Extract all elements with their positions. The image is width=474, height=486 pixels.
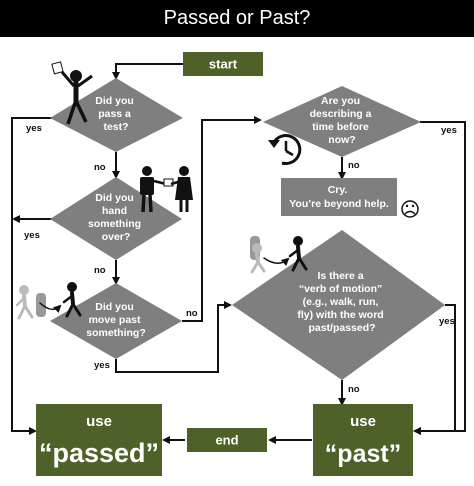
use-passed-top: use xyxy=(86,413,112,430)
start-node: start xyxy=(183,52,263,76)
label-yes-hand: yes xyxy=(24,230,40,241)
label-no-test: no xyxy=(94,162,106,173)
walking-past-icon-2 xyxy=(250,236,308,274)
cry-box: Cry. You’re beyond help. xyxy=(281,178,397,216)
decision-move-past-text: Did you move past something? xyxy=(86,301,146,339)
label-yes-test: yes xyxy=(26,123,42,134)
decision-time-before-now: Are you describing a time before now? xyxy=(263,86,421,157)
label-yes-motion: yes xyxy=(439,316,455,327)
use-passed-word: “passed” xyxy=(39,438,159,468)
use-passed-box: use “passed” xyxy=(36,404,162,476)
clock-back-icon xyxy=(268,134,302,166)
label-yes-time: yes xyxy=(441,125,457,136)
decision-move-past: Did you move past something? xyxy=(50,283,182,359)
end-node: end xyxy=(187,428,267,452)
use-past-box: use “past” xyxy=(313,404,413,476)
decision-time-before-now-text: Are you describing a time before now? xyxy=(310,95,375,146)
label-no-hand: no xyxy=(94,265,106,276)
decision-pass-test-text: Did you pass a test? xyxy=(95,95,136,133)
decision-hand-over-text: Did you hand something over? xyxy=(88,192,144,243)
sad-face-icon xyxy=(401,200,419,218)
start-label: start xyxy=(209,57,238,72)
connector-lines xyxy=(11,63,466,444)
decision-pass-test: Did you pass a test? xyxy=(50,78,183,152)
cry-text: Cry. You’re beyond help. xyxy=(289,184,389,210)
decision-hand-over: Did you hand something over? xyxy=(50,177,182,260)
page-title: Passed or Past? xyxy=(0,0,474,37)
use-past-word: “past” xyxy=(325,440,401,468)
decision-verb-of-motion: Is there a “verb of motion” (e.g., walk,… xyxy=(232,230,445,380)
label-no-motion: no xyxy=(348,384,360,395)
decision-verb-of-motion-text: Is there a “verb of motion” (e.g., walk,… xyxy=(297,270,386,334)
label-yes-move: yes xyxy=(94,360,110,371)
handing-over-icon xyxy=(140,166,193,213)
end-label: end xyxy=(215,433,238,448)
label-no-move: no xyxy=(186,308,198,319)
cheering-person-icon xyxy=(51,61,93,125)
label-no-time: no xyxy=(348,160,360,171)
use-past-top: use xyxy=(350,413,376,430)
walking-past-icon xyxy=(15,282,82,320)
